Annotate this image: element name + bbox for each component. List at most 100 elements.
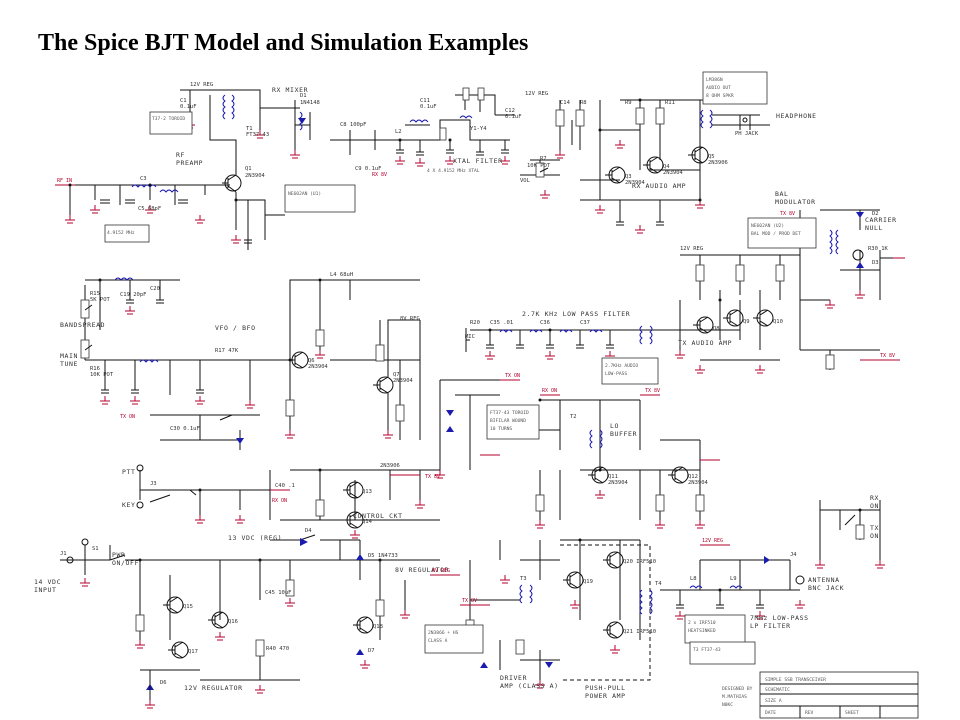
block-main-tune: MAIN [60,352,78,360]
svg-text:Q16: Q16 [228,619,238,625]
svg-text:10K POT: 10K POT [90,372,114,378]
svg-text:Q7: Q7 [393,372,400,378]
block-lo-buffer-2: BUFFER [610,430,637,438]
svg-text:FT37-43: FT37-43 [246,132,269,138]
svg-text:Y1-Y4: Y1-Y4 [470,126,487,132]
svg-text:Q15: Q15 [183,604,193,610]
svg-text:0.1uF: 0.1uF [420,104,437,110]
note-tx-xfmr: T3 FT37-43 [693,647,721,653]
block-pwr-on: PWR [112,551,126,559]
svg-text:HEATSINKED: HEATSINKED [688,628,716,634]
svg-text:Q17: Q17 [188,649,198,655]
svg-text:5K POT: 5K POT [90,297,111,303]
svg-text:TX ON: TX ON [120,414,135,420]
svg-text:4 X 4.9152 MHz XTAL: 4 X 4.9152 MHz XTAL [427,168,480,174]
svg-text:Q19: Q19 [583,579,593,585]
svg-text:L4 68uH: L4 68uH [330,272,353,278]
slide-title: The Spice BJT Model and Simulation Examp… [38,30,529,56]
block-rx-on: RX [870,494,879,502]
svg-text:C11: C11 [420,98,430,104]
svg-text:Q20 IRF510: Q20 IRF510 [623,559,656,565]
block-tx-on: TX [870,524,879,532]
svg-text:Q4: Q4 [663,164,670,170]
block-driver-amp-2: AMP (CLASS A) [500,682,559,690]
svg-text:C37: C37 [580,320,590,326]
note-ne602-a: NE602AN (U1) [288,191,321,197]
svg-text:CLASS A: CLASS A [428,638,448,644]
svg-text:C3: C3 [140,176,147,182]
svg-text:12V REG: 12V REG [525,91,548,97]
svg-text:R30 1K: R30 1K [868,246,889,252]
svg-text:BAL MOD / PROD DET: BAL MOD / PROD DET [751,231,801,237]
block-rf-preamp: RF [176,151,185,159]
svg-text:LOW-PASS: LOW-PASS [605,371,627,377]
svg-text:1N4148: 1N4148 [300,100,320,106]
block-lpf-filter: 7MHz LOW-PASS [750,614,809,622]
svg-text:C9 0.1uF: C9 0.1uF [355,166,382,172]
svg-text:8 OHM SPKR: 8 OHM SPKR [706,93,734,99]
svg-text:DATE: DATE [765,710,776,716]
block-xtal-filter: XTAL FILTER [453,157,503,165]
svg-text:R40 470: R40 470 [266,646,289,652]
svg-text:8V REG: 8V REG [400,316,420,322]
svg-text:J1: J1 [60,551,67,557]
svg-text:J4: J4 [790,552,797,558]
svg-text:TX 8V: TX 8V [462,598,477,604]
svg-text:C8 100pF: C8 100pF [340,122,367,128]
svg-text:R16: R16 [90,366,100,372]
svg-text:SIZE A: SIZE A [765,698,782,704]
block-bal-modulator: BAL [775,190,789,198]
svg-text:BIFILAR WOUND: BIFILAR WOUND [490,418,526,424]
svg-text:T1: T1 [246,126,253,132]
block-rx-audio-amp: RX AUDIO AMP [632,182,686,190]
svg-text:10K POT: 10K POT [527,163,551,169]
svg-text:AUDIO OUT: AUDIO OUT [706,85,731,91]
block-lpf-filter-2: LP FILTER [750,622,791,630]
block-control-ckt: CONTROL CKT [353,512,403,520]
svg-text:T2: T2 [570,414,577,420]
block-rx-on-2: ON [870,502,879,510]
block-main-tune-2: TUNE [60,360,78,368]
svg-text:TX ON: TX ON [505,373,520,379]
block-power-amp-2: POWER AMP [585,692,626,700]
svg-text:SHEET: SHEET [845,710,859,716]
block-input-jack-2: INPUT [34,586,57,594]
svg-text:2N3904: 2N3904 [245,173,266,179]
svg-text:D3: D3 [872,260,879,266]
svg-text:8V REG: 8V REG [432,568,450,574]
svg-text:Q1: Q1 [245,166,252,172]
svg-text:C20: C20 [150,286,160,292]
designer-name: M.MATHIAS [722,694,747,700]
svg-text:MIC: MIC [465,334,475,340]
section-bal-modulator: NE602AN (U2) BAL MOD / PROD DET BAL MODU… [747,190,905,309]
svg-text:S1: S1 [92,546,99,552]
svg-text:T4: T4 [655,581,662,587]
svg-text:0.1uF: 0.1uF [180,104,197,110]
svg-text:R8: R8 [580,100,587,106]
section-power: 14 VDC INPUT PWR ON/OFF 13 VDC (REG) 8V … [34,528,460,709]
note-toroid-a: T37-2 TOROID [152,116,185,122]
block-12v-regulator: 12V REGULATOR [184,684,243,692]
designed-by-label: DESIGNED BY [722,686,753,692]
svg-text:Q13: Q13 [362,489,372,495]
title-block-line2: SCHEMATIC [765,687,790,693]
svg-text:12V REG: 12V REG [680,246,703,252]
svg-text:Q18: Q18 [373,624,383,630]
svg-text:REV: REV [805,710,814,716]
block-carrier-null-2: NULL [865,224,883,232]
svg-text:TX 8V: TX 8V [880,353,895,359]
svg-text:R7: R7 [540,156,547,162]
title-block-line1: SIMPLE SSB TRANSCEIVER [765,677,826,683]
svg-text:2N3904: 2N3904 [625,180,646,186]
block-low-pass-filter: 2.7K KHz LOW PASS FILTER [522,310,630,318]
svg-text:D2: D2 [872,211,879,217]
svg-text:C36: C36 [540,320,550,326]
svg-text:D5 1N4733: D5 1N4733 [368,553,398,559]
title-block: SIMPLE SSB TRANSCEIVER SCHEMATIC DESIGNE… [722,671,919,719]
